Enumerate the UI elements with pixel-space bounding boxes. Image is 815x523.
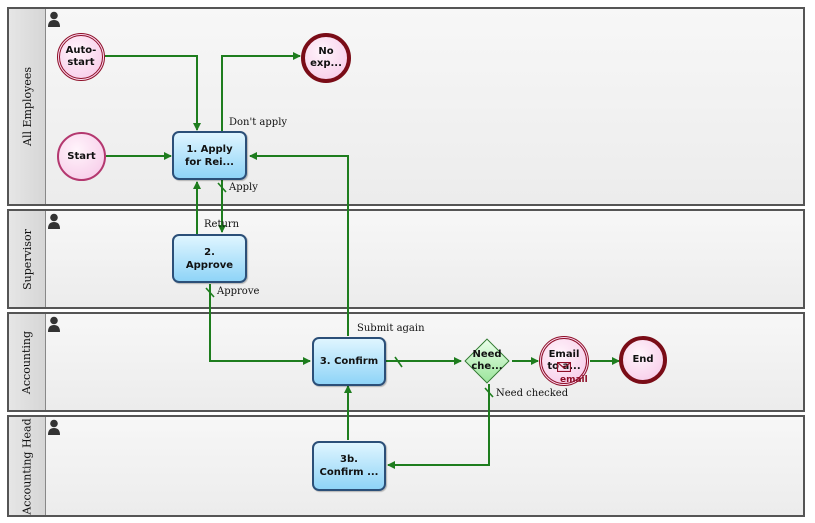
start-event[interactable]: Start — [57, 132, 106, 181]
flow-approve — [209, 284, 311, 365]
flow-label-need-checked: Need checked — [496, 388, 569, 399]
flow-submit-again — [249, 152, 349, 336]
default-tick — [205, 287, 215, 298]
task-label: 3b. Confirm ... — [319, 454, 379, 478]
task-label: 2. Approve — [185, 246, 234, 271]
event-label: Start — [67, 150, 96, 162]
task-approve[interactable]: 2. Approve — [172, 234, 247, 283]
default-tick — [394, 356, 403, 368]
default-tick — [217, 182, 227, 193]
event-label: End — [632, 354, 654, 365]
envelope-icon — [557, 362, 571, 372]
task-apply[interactable]: 1. Apply for Rei... — [172, 131, 247, 180]
flow-label-return: Return — [204, 219, 240, 230]
task-confirm-head[interactable]: 3b. Confirm ... — [312, 441, 386, 491]
email-event[interactable]: Email to a... — [539, 336, 589, 386]
task-label: 1. Apply for Rei... — [185, 143, 234, 168]
lane-all-employees: All Employees — [7, 7, 805, 206]
lane-header: Supervisor — [9, 211, 46, 307]
flow-label-apply: Apply — [229, 182, 258, 193]
no-expense-end-event[interactable]: No exp... — [301, 33, 351, 83]
default-tick — [484, 387, 494, 398]
task-label: 3. Confirm — [319, 356, 379, 367]
person-icon — [48, 419, 60, 435]
event-label: Auto-start — [65, 45, 97, 68]
lane-header: All Employees — [9, 9, 46, 204]
gateway-label: Need che... — [471, 349, 503, 372]
event-label: Email to a... — [547, 349, 581, 372]
task-confirm[interactable]: 3. Confirm — [312, 337, 386, 386]
email-badge: email — [560, 375, 588, 385]
autostart-event[interactable]: Auto-start — [57, 33, 105, 81]
flow-autostart-apply — [105, 55, 201, 131]
end-event[interactable]: End — [619, 336, 667, 384]
flow-dont-apply — [221, 52, 301, 132]
flow-label-dont-apply: Don't apply — [229, 117, 288, 128]
flow-need-checked — [387, 384, 490, 469]
person-icon — [48, 316, 60, 332]
flow-label-approve: Approve — [217, 286, 260, 297]
person-icon — [48, 11, 60, 27]
lane-supervisor: Supervisor — [7, 209, 805, 309]
flow-label-submit-again: Submit again — [357, 323, 425, 334]
event-label: No exp... — [310, 46, 342, 69]
lane-header: Accounting Head — [9, 417, 46, 515]
person-icon — [48, 213, 60, 229]
lane-header: Accounting — [9, 314, 46, 410]
